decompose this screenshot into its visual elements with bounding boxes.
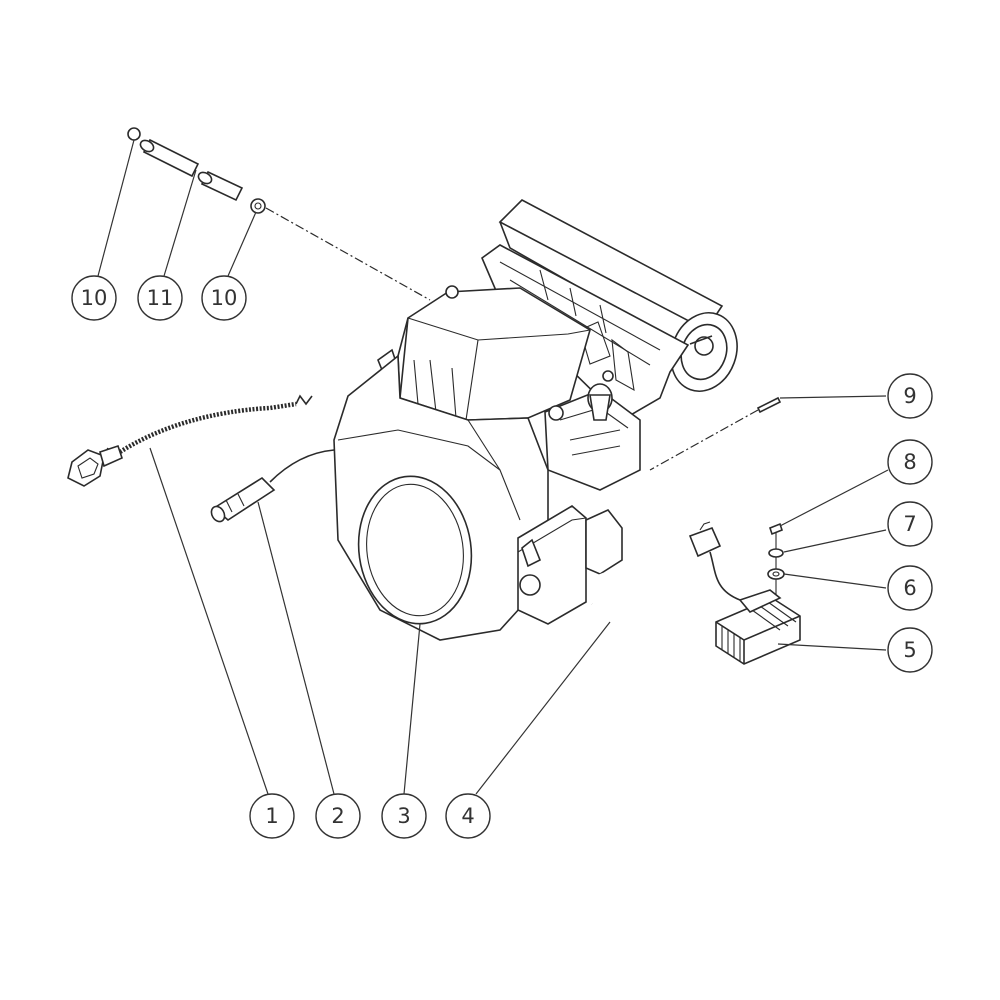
callout-2: 2 bbox=[315, 793, 361, 839]
callout-10-right: 10 bbox=[201, 275, 247, 321]
engine-crankcase bbox=[333, 354, 549, 641]
callout-10-left: 10 bbox=[71, 275, 117, 321]
callout-6: 6 bbox=[887, 565, 933, 611]
callout-9: 9 bbox=[887, 373, 933, 419]
callout-label: 8 bbox=[903, 450, 916, 474]
callout-label: 10 bbox=[211, 286, 238, 310]
engine-side-mount bbox=[517, 505, 623, 625]
callout-bubble bbox=[249, 793, 295, 839]
callout-bubble bbox=[887, 627, 933, 673]
engine-assembly bbox=[333, 199, 738, 641]
carburetor bbox=[544, 370, 641, 491]
callout-3: 3 bbox=[381, 793, 427, 839]
callout-bubble bbox=[445, 793, 491, 839]
callout-4: 4 bbox=[445, 793, 491, 839]
callout-bubble bbox=[201, 275, 247, 321]
callout-label: 7 bbox=[903, 512, 916, 536]
callout-label: 4 bbox=[461, 804, 474, 828]
callout-label: 3 bbox=[397, 804, 410, 828]
callout-bubble bbox=[887, 565, 933, 611]
exhaust-pipe bbox=[590, 572, 667, 628]
voltage-regulator-parts bbox=[688, 521, 801, 665]
leader-lines bbox=[97, 139, 889, 795]
callout-label: 1 bbox=[265, 804, 278, 828]
callout-5: 5 bbox=[887, 627, 933, 673]
callout-bubble bbox=[137, 275, 183, 321]
callout-7: 7 bbox=[887, 501, 933, 547]
callout-label: 9 bbox=[903, 384, 916, 408]
callout-label: 11 bbox=[147, 286, 174, 310]
callout-bubble bbox=[381, 793, 427, 839]
callout-8: 8 bbox=[887, 439, 933, 485]
callout-bubble bbox=[887, 501, 933, 547]
bolt-9 bbox=[649, 396, 782, 471]
callout-label: 5 bbox=[903, 638, 916, 662]
throttle-cable bbox=[210, 449, 335, 523]
callout-label: 2 bbox=[331, 804, 344, 828]
callout-label: 10 bbox=[81, 286, 108, 310]
callout-label: 6 bbox=[903, 576, 916, 600]
callout-bubble bbox=[887, 439, 933, 485]
air-cleaner-cylinder bbox=[498, 199, 738, 392]
engine-shroud bbox=[377, 285, 591, 421]
callout-1: 1 bbox=[249, 793, 295, 839]
fuel-hose-parts bbox=[127, 127, 431, 301]
callout-11: 11 bbox=[137, 275, 183, 321]
callout-bubble bbox=[887, 373, 933, 419]
callout-bubble bbox=[315, 793, 361, 839]
choke-cable bbox=[67, 394, 313, 487]
callout-bubble bbox=[71, 275, 117, 321]
